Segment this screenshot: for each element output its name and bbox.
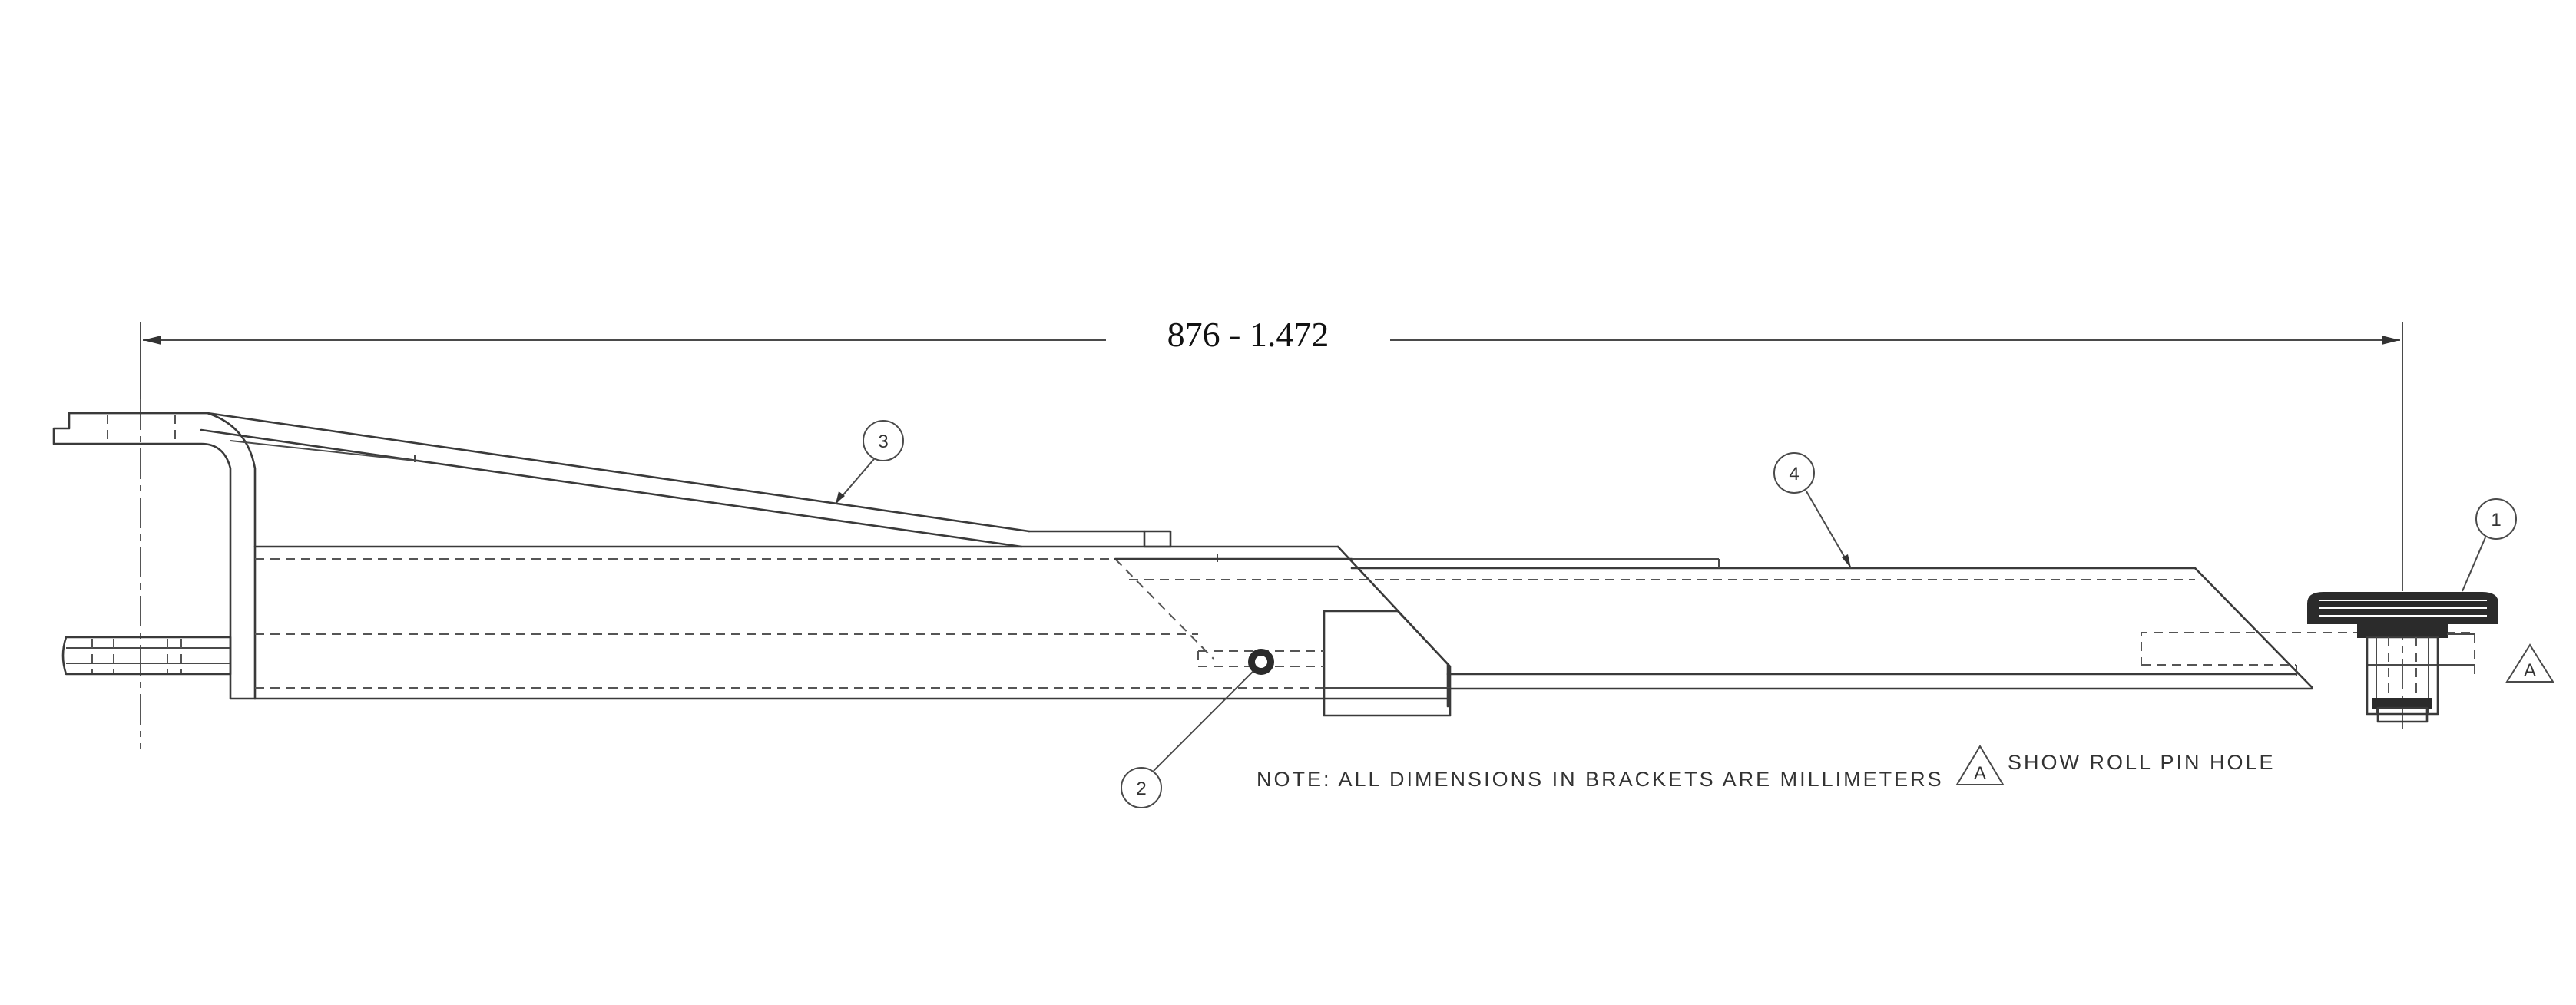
balloon-1 <box>2475 498 2517 540</box>
strap-end-block <box>1143 530 1172 548</box>
knob-base <box>2372 698 2432 709</box>
outer-tube <box>253 545 1452 717</box>
balloon-1-group: 1 <box>2462 498 2517 592</box>
balloon-4-group: 4 <box>1773 452 1852 569</box>
lower-tab <box>61 636 232 676</box>
knob-stem <box>2366 636 2439 716</box>
strap-top-edge <box>206 412 1031 533</box>
dimensions-note: NOTE: ALL DIMENSIONS IN BRACKETS ARE MIL… <box>1257 768 1944 791</box>
inner-tube-angled-end <box>2194 567 2313 689</box>
roll-pin-inner <box>1255 656 1267 668</box>
knob-collar <box>2357 623 2448 638</box>
upper-tab <box>52 412 257 700</box>
datum-flag-triangle <box>2505 643 2554 683</box>
arrowhead-left <box>143 336 161 345</box>
arrowhead-right <box>2382 336 2400 345</box>
leader-3-arrow <box>836 491 845 504</box>
leader-4 <box>1806 491 1852 569</box>
flag-note-symbol: A <box>1974 763 1986 784</box>
balloon-4-label: 4 <box>1789 464 1799 484</box>
balloon-3 <box>863 420 904 461</box>
overall-dimension: 876 - 1.472 <box>140 315 2403 560</box>
strap-inner-edge <box>230 440 416 461</box>
balloon-2-label: 2 <box>1136 779 1146 799</box>
leader-2 <box>1153 670 1254 772</box>
strap-bottom-edge <box>200 428 1023 548</box>
balloon-2-group: 2 <box>1121 670 1254 808</box>
balloon-1-label: 1 <box>2491 510 2501 531</box>
inner-tube <box>1114 554 2475 690</box>
outer-tube-angled-end <box>1336 545 1449 708</box>
diagonal-strap <box>200 412 1172 548</box>
slider-block <box>1323 610 1452 717</box>
leader-1 <box>2462 537 2486 592</box>
knob-assembly <box>2307 592 2498 723</box>
mounting-bracket <box>52 412 257 700</box>
flag-note-triangle <box>1955 745 2005 785</box>
datum-flag-group: A <box>2505 643 2554 683</box>
balloon-4 <box>1773 452 1815 494</box>
balloon-3-group: 3 <box>835 420 904 504</box>
knob-tip <box>2376 706 2429 723</box>
leader-4-arrow <box>1842 554 1851 568</box>
roll-pin-flag-note: A SHOW ROLL PIN HOLE <box>1955 745 2276 785</box>
balloon-2 <box>1121 767 1162 808</box>
flag-note-text: SHOW ROLL PIN HOLE <box>2008 751 2276 774</box>
inner-tube-hidden-end <box>2141 632 2475 676</box>
roll-pin <box>1248 649 1274 675</box>
datum-flag-symbol: A <box>2524 660 2536 681</box>
outer-tube-hidden-angle <box>1114 558 1214 660</box>
overall-length-dimension: 876 - 1.472 <box>1167 315 1329 354</box>
balloon-3-label: 3 <box>878 431 888 452</box>
